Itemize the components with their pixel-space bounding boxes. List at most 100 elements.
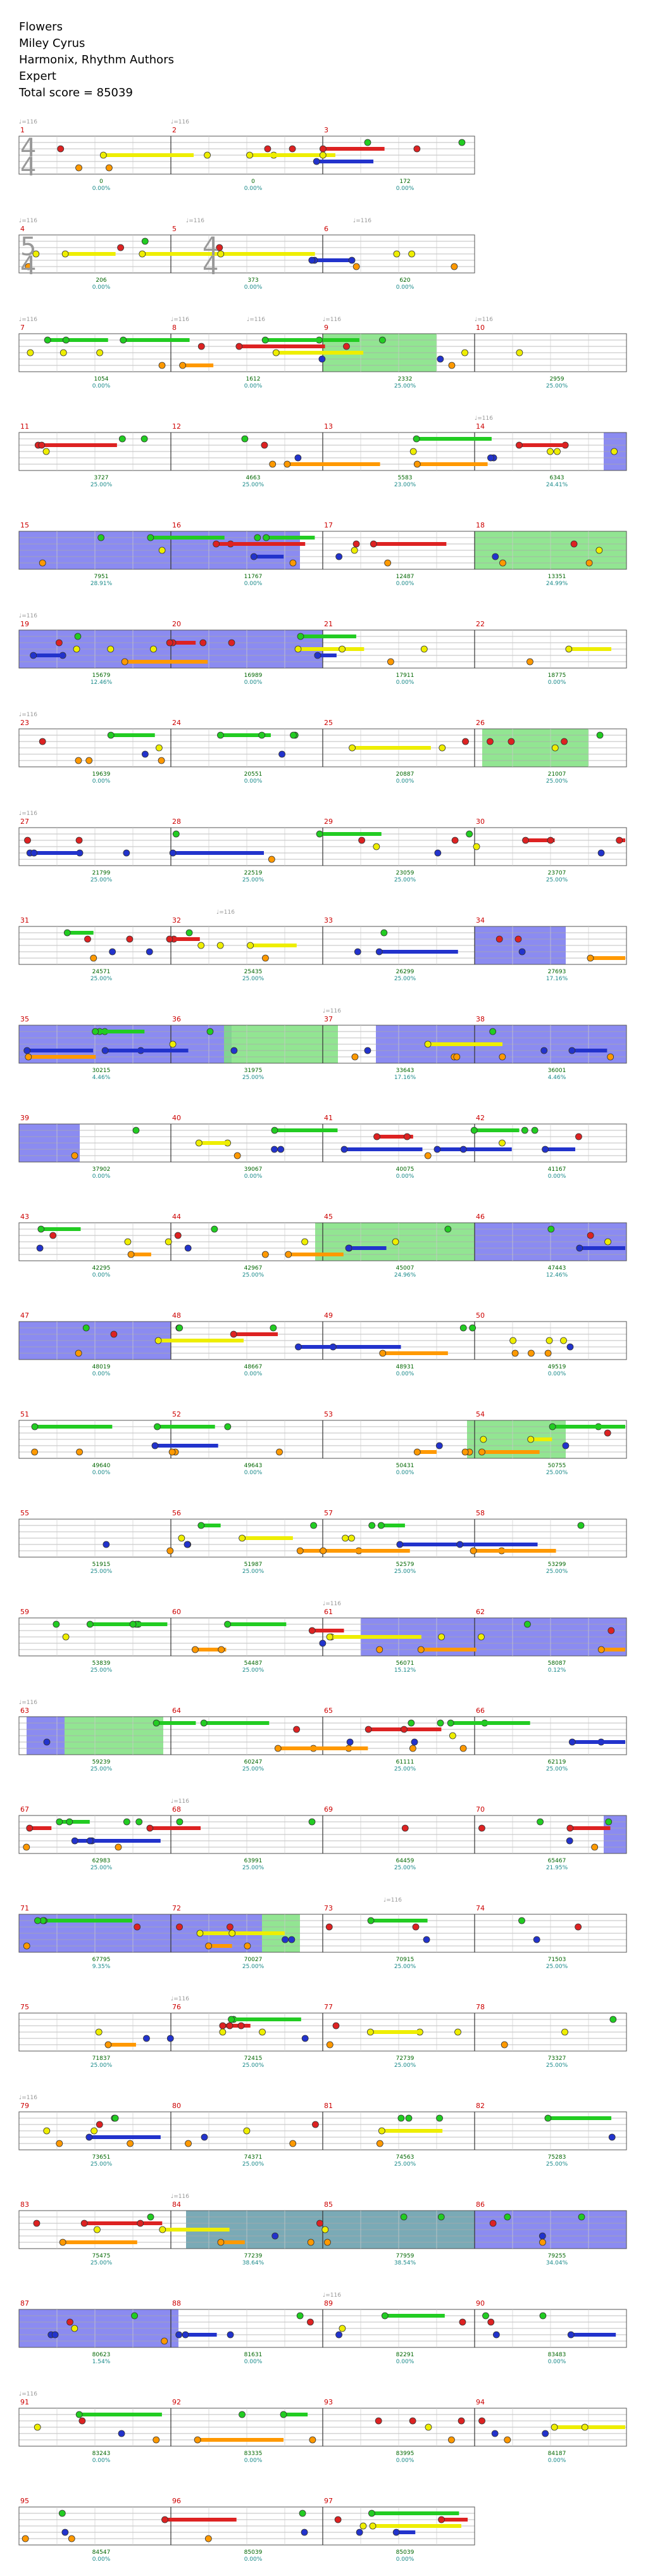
measure-number: 18 [476, 521, 485, 529]
note-gem [568, 1047, 576, 1054]
measure-number: 53 [324, 1410, 333, 1418]
measure-number: 7 [20, 324, 25, 332]
note-gem [258, 731, 266, 739]
measure-number: 68 [172, 1805, 181, 1814]
note-gem [499, 1053, 506, 1061]
measure-number: 28 [172, 818, 181, 826]
measure-number: 96 [172, 2497, 181, 2505]
measure-score: 16989 [244, 672, 263, 679]
note-gem [169, 849, 177, 857]
measure-score: 65467 [548, 1858, 566, 1864]
note-gem [595, 546, 603, 554]
measure-percent: 25.00% [242, 1272, 265, 1279]
note-gem [166, 935, 173, 943]
tempo-marker: ♩=116 [323, 1008, 341, 1014]
measure-number: 86 [476, 2200, 485, 2209]
measure-score: 15679 [92, 672, 111, 679]
note-gem [129, 1620, 137, 1628]
measure-number: 50 [476, 1311, 485, 1320]
measure-score: 83995 [396, 2451, 414, 2457]
note-gem [137, 2219, 144, 2227]
note-gem [277, 1146, 285, 1153]
measure-number: 57 [324, 1509, 333, 1517]
note-gem [392, 1238, 399, 1246]
note-gem [518, 948, 526, 956]
note-gem [345, 1244, 352, 1252]
tempo-marker: ♩=116 [323, 317, 341, 323]
note-gem [159, 2226, 166, 2233]
measure-score: 75475 [92, 2253, 111, 2259]
measure-score: 23059 [396, 870, 414, 876]
note-gem [26, 1824, 34, 1832]
note-gem [278, 750, 285, 758]
measure-percent: 25.00% [394, 2161, 416, 2168]
measure-percent: 25.00% [90, 877, 113, 883]
tempo-marker: ♩=116 [171, 1798, 189, 1805]
note-gem [326, 1633, 333, 1641]
measure-score: 54487 [244, 1660, 263, 1667]
measure-percent: 0.00% [244, 1470, 263, 1476]
note-gem [425, 2423, 432, 2431]
note-gem [56, 2140, 63, 2147]
staff-row [18, 333, 627, 372]
note-gem [318, 355, 326, 363]
note-gem [73, 645, 80, 653]
measure-number: 95 [20, 2497, 29, 2505]
note-gem [117, 244, 125, 251]
staff-row [18, 1815, 627, 1854]
tempo-marker: ♩=116 [171, 317, 189, 323]
note-gem [384, 559, 392, 567]
measure-score: 50431 [396, 1463, 414, 1469]
measure-score: 22519 [244, 870, 263, 876]
note-gem [268, 856, 275, 863]
note-gem [140, 435, 148, 443]
note-gem [34, 1917, 41, 1924]
measure-score: 2959 [550, 376, 564, 382]
measure-percent: 0.00% [92, 186, 111, 192]
time-signature-bottom: 4 [20, 251, 36, 281]
note-gem [127, 1251, 135, 1258]
staff-row [18, 1518, 627, 1558]
measure-percent: 25.00% [242, 1964, 265, 1970]
note-gem [454, 2028, 461, 2036]
staff-row [18, 2111, 627, 2150]
measure-number: 65 [324, 1707, 333, 1715]
time-signature-top: 4 [20, 134, 36, 163]
note-gem [616, 837, 623, 844]
note-gem [448, 362, 456, 369]
note-gem [61, 2529, 69, 2536]
note-gem [492, 553, 499, 560]
note-gem [285, 1251, 292, 1258]
measure-number: 88 [172, 2299, 181, 2308]
note-gem [478, 1633, 485, 1641]
note-gem [533, 1936, 540, 1943]
note-gem [375, 2417, 382, 2425]
measure-score: 206 [96, 277, 106, 284]
note-gem [74, 633, 82, 640]
note-gem [289, 2140, 297, 2147]
tempo-marker: ♩=116 [171, 1996, 189, 2002]
note-gem [453, 1053, 461, 1061]
note-gem [25, 1053, 32, 1061]
note-gem [316, 2219, 323, 2227]
note-gem [33, 2219, 40, 2227]
measure-number: 29 [324, 818, 333, 826]
measure-percent: 24.96% [394, 1272, 416, 1279]
measure-score: 51915 [92, 1562, 111, 1568]
note-gem [43, 1738, 51, 1746]
note-gem [95, 2028, 103, 2036]
note-gem [521, 1127, 528, 1134]
note-gem [396, 1541, 404, 1548]
note-gem [197, 942, 205, 949]
note-gem [335, 553, 343, 560]
tempo-marker: ♩=116 [475, 317, 493, 323]
measure-number: 71 [20, 1904, 29, 1912]
note-gem [408, 1719, 415, 1727]
note-gem [591, 1843, 599, 1851]
note-gem [206, 1028, 214, 1035]
note-gem [289, 559, 297, 567]
note-gem [408, 250, 416, 258]
note-gem [459, 1146, 467, 1153]
note-gem [587, 1232, 594, 1239]
